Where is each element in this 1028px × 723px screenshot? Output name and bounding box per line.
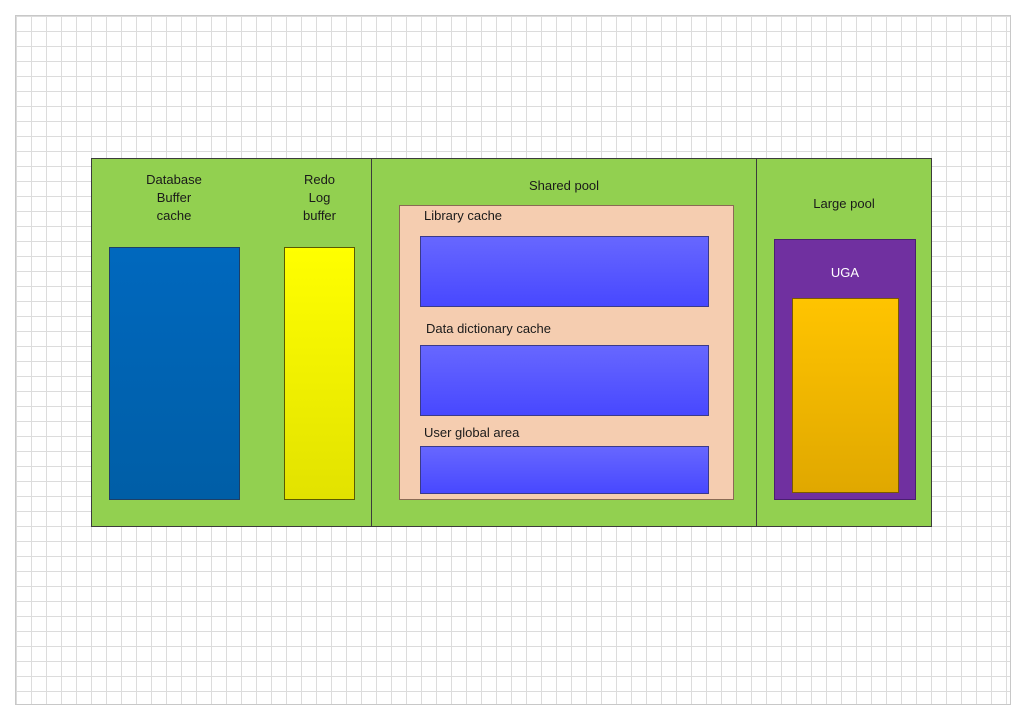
data-dictionary-cache-block xyxy=(420,345,709,416)
redo-log-buffer-label: Redo Log buffer xyxy=(302,172,336,223)
db-buffer-cache-block xyxy=(109,247,240,500)
db-buffer-cache-label: Database Buffer cache xyxy=(146,172,202,223)
redo-log-buffer-block xyxy=(284,247,355,500)
user-global-area-label: User global area xyxy=(424,425,520,440)
uga-block xyxy=(792,298,899,493)
user-global-area-block xyxy=(420,446,709,494)
sga-buffers-section: Database Buffer cache Redo Log buffer xyxy=(91,158,372,527)
uga-label: UGA xyxy=(830,265,860,280)
library-cache-label: Library cache xyxy=(424,208,503,223)
data-dictionary-cache-label: Data dictionary cache xyxy=(426,321,552,336)
shared-pool-label: Shared pool xyxy=(528,178,600,193)
uga-area: UGA xyxy=(774,239,916,500)
large-pool-section: Large pool UGA xyxy=(756,158,932,527)
shared-pool-section: Shared pool Library cache Data dictionar… xyxy=(371,158,757,527)
shared-pool-area: Library cache Data dictionary cache User… xyxy=(399,205,734,500)
large-pool-label: Large pool xyxy=(813,196,875,211)
library-cache-block xyxy=(420,236,709,307)
